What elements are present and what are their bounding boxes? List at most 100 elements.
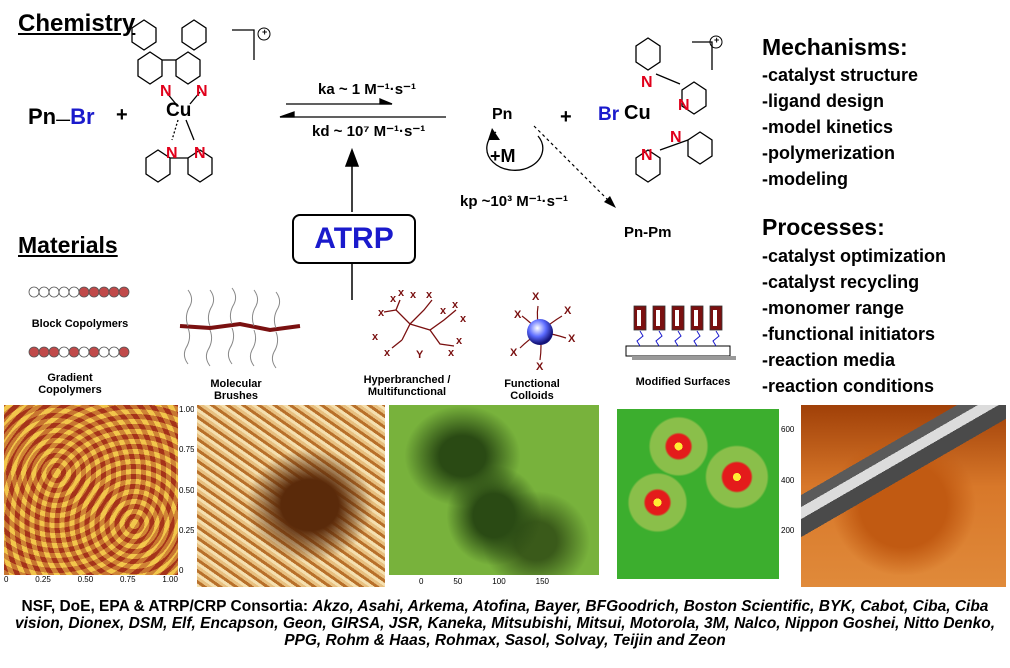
- afm1-y-tick: 0.50: [179, 485, 194, 495]
- kd-label: kd ~ 10⁷ M⁻¹·s⁻¹: [312, 123, 426, 140]
- svg-text:x: x: [398, 287, 405, 299]
- atrp-box: ATRP: [292, 214, 416, 264]
- materials-heading: Materials: [18, 232, 118, 258]
- n-atom: N: [194, 145, 206, 162]
- afm1-x-tick: 1.00: [162, 575, 178, 584]
- svg-text:x: x: [390, 293, 397, 305]
- svg-text:x: x: [372, 331, 379, 343]
- svg-text:N: N: [678, 97, 690, 114]
- cu-label-right: Cu: [624, 102, 651, 124]
- process-item: -catalyst optimization: [762, 246, 947, 266]
- plus-sign: +: [116, 104, 128, 126]
- afm-image-rings: 600 400 200: [613, 405, 797, 587]
- afm4-y-tick: 200: [781, 526, 795, 535]
- pn-label: Pn: [28, 104, 57, 129]
- svg-text:X: X: [510, 347, 518, 359]
- mechanism-item: -catalyst structure: [762, 65, 919, 85]
- equilibrium-arrows: [279, 98, 446, 118]
- gradient-copolymer-icon: [28, 346, 130, 358]
- functional-colloids-label: Functional Colloids: [504, 378, 560, 402]
- svg-text:x: x: [384, 347, 391, 359]
- svg-text:X: X: [564, 305, 572, 317]
- cu-complex-left: [131, 19, 255, 183]
- radical-label: Pn: [492, 106, 513, 123]
- process-item: -functional initiators: [762, 324, 935, 344]
- afm1-y-tick: 1.00: [179, 405, 194, 414]
- mechanisms-heading: Mechanisms:: [762, 34, 908, 60]
- svg-text:N: N: [641, 147, 653, 164]
- credits-lead: NSF, DoE, EPA & ATRP/CRP Consortia:: [21, 598, 313, 615]
- afm-image-green: 0 50 100 150: [389, 405, 609, 587]
- block-copolymer-icon: [28, 286, 130, 298]
- svg-text:X: X: [532, 291, 540, 303]
- n-atom: N: [196, 83, 208, 100]
- svg-text:x: x: [426, 289, 433, 301]
- plus-sign: +: [560, 106, 572, 128]
- br-label: Br: [70, 104, 95, 129]
- afm-image-brushes: [197, 405, 385, 587]
- afm3-x-tick: 50: [453, 577, 463, 586]
- afm1-x-tick: 0.25: [35, 575, 51, 584]
- cu-complex-right: [635, 37, 713, 183]
- afm1-y-tick: 0.75: [179, 445, 194, 455]
- termination-label: Pn-Pm: [624, 224, 672, 241]
- afm1-x-tick: 0.75: [120, 575, 136, 584]
- reaction-scheme: N N N N N N N N: [131, 19, 723, 300]
- charge-right: +: [714, 35, 720, 45]
- afm1-y-tick: 0.25: [179, 525, 194, 535]
- charge-left: +: [262, 27, 268, 37]
- svg-text:x: x: [456, 335, 463, 347]
- dormant-chain: Pn—Br: [28, 104, 95, 129]
- modified-surfaces-label: Modified Surfaces: [635, 376, 731, 388]
- processes-heading: Processes:: [762, 214, 885, 240]
- afm-image-3d: [801, 405, 1006, 587]
- processes-list: -catalyst optimization -catalyst recycli…: [762, 243, 946, 399]
- colloid-icon: XXX XXX: [510, 291, 576, 373]
- svg-text:Y: Y: [416, 349, 424, 361]
- n-atom: N: [160, 83, 172, 100]
- afm3-x-tick: 150: [535, 577, 549, 586]
- credits-list: Akzo, Asahi, Arkema, Atofina, Bayer, BFG…: [14, 598, 996, 649]
- afm4-y-tick: 600: [781, 425, 795, 434]
- molecular-brush-icon: [179, 287, 301, 369]
- svg-text:x: x: [460, 313, 467, 325]
- svg-text:N: N: [670, 129, 682, 146]
- svg-text:X: X: [536, 361, 544, 373]
- funding-credits: NSF, DoE, EPA & ATRP/CRP Consortia: Akzo…: [10, 598, 1000, 649]
- n-atom: N: [166, 145, 178, 162]
- mechanism-item: -ligand design: [762, 91, 885, 111]
- svg-text:N: N: [641, 74, 653, 91]
- gradient-copolymers-label: Gradient Copolymers: [38, 372, 102, 396]
- propagation-cycle: [486, 131, 544, 171]
- mechanisms-list: -catalyst structure -ligand design -mode…: [762, 62, 918, 192]
- afm4-y-tick: 400: [781, 475, 795, 485]
- svg-text:X: X: [514, 309, 522, 321]
- svg-text:x: x: [448, 347, 455, 359]
- cu-label: Cu: [166, 100, 192, 121]
- process-item: -reaction media: [762, 350, 896, 370]
- svg-text:X: X: [568, 333, 576, 345]
- svg-text:x: x: [378, 307, 385, 319]
- kp-label: kp ~10³ M⁻¹·s⁻¹: [460, 193, 568, 210]
- process-item: -catalyst recycling: [762, 272, 920, 292]
- molecular-brushes-label: Molecular Brushes: [210, 378, 262, 402]
- svg-text:x: x: [410, 289, 417, 301]
- mechanism-item: -modeling: [762, 169, 848, 189]
- afm1-x-tick: 0: [4, 575, 9, 584]
- hyperbranched-label: Hyperbranched / Multifunctional: [363, 374, 451, 398]
- svg-text:x: x: [440, 305, 447, 317]
- br-label-right: Br: [598, 104, 620, 125]
- afm1-y-tick: 0: [179, 566, 184, 575]
- monomer-label: +M: [490, 146, 516, 166]
- mechanism-item: -polymerization: [762, 143, 896, 163]
- afm-image-lamellae: 0 0.25 0.50 0.75 1.00 1.00 0.75 0.50 0.2…: [4, 405, 194, 587]
- svg-text:x: x: [452, 299, 459, 311]
- hyperbranched-icon: [383, 299, 457, 349]
- afm1-x-tick: 0.50: [77, 575, 94, 584]
- mechanism-item: -model kinetics: [762, 117, 894, 137]
- chemistry-heading: Chemistry: [18, 10, 136, 37]
- atrp-double-arrow: [344, 147, 360, 300]
- afm3-x-tick: 0: [419, 577, 424, 586]
- block-copolymers-label: Block Copolymers: [31, 318, 129, 330]
